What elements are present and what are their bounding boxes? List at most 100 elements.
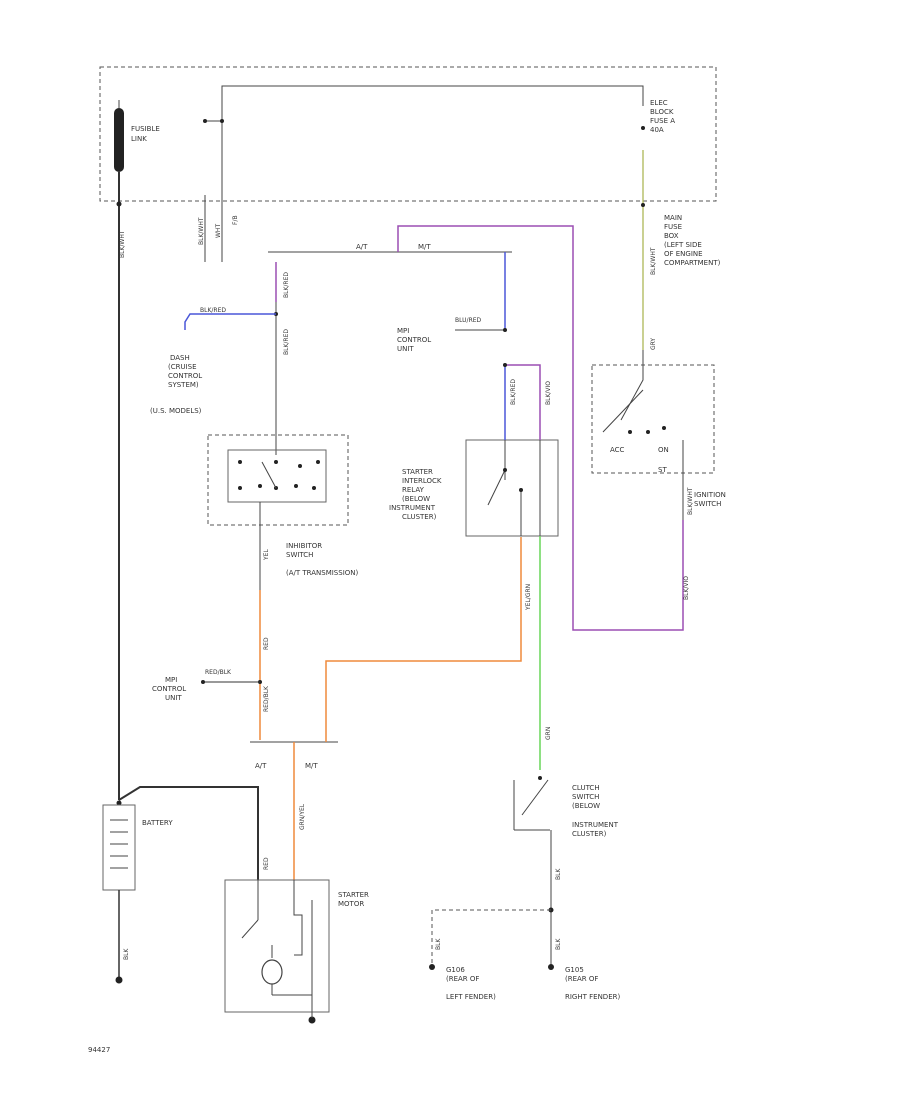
ground-left-label-2: (REAR OF [446, 975, 479, 983]
battery-positive-wire [118, 786, 259, 880]
cruise-wire [184, 313, 276, 330]
inhibitor-contact [316, 460, 320, 464]
wire-label: YEL [263, 549, 270, 561]
ground-left-label-3: LEFT FENDER) [446, 993, 496, 1001]
battery-ground-terminal [115, 976, 123, 984]
fuse-block-label-2: BLOCK [650, 108, 674, 116]
fuse-box-label-2: FUSE [664, 223, 682, 231]
wire-label: BLK [555, 868, 562, 880]
fuse-feed-wire-lower [620, 350, 644, 421]
inhibitor-contact [238, 460, 242, 464]
ground-right-label-2: (REAR OF [565, 975, 598, 983]
wire-label: RED/BLK [205, 669, 232, 676]
fuse-block-label-4: 40A [650, 126, 664, 134]
junction-dot [503, 328, 507, 332]
inhibitor-contact [274, 460, 278, 464]
wire-label: BLK/WHT [687, 487, 694, 515]
ignition-contact [628, 430, 632, 434]
relay-switch-arm [487, 469, 506, 506]
fuse-box-enclosure [99, 66, 717, 202]
junction-dot [641, 126, 645, 130]
starter-motor-symbol [261, 959, 283, 985]
lower-mt-label: M/T [305, 762, 318, 770]
fuse-box-label-1: MAIN [664, 214, 682, 222]
inhibitor-label-2: SWITCH [286, 551, 313, 559]
wire-label: BLU/RED [455, 317, 482, 324]
inhibitor-contact [298, 464, 302, 468]
cruise-label-2: (CRUISE [168, 363, 197, 371]
wire-label: F/B [232, 215, 239, 225]
starter-switch-arm [241, 919, 259, 939]
junction-dot [116, 800, 122, 806]
mpi-upper-label-1: MPI [397, 327, 409, 335]
purple-wire-top [397, 225, 684, 631]
fusible-link-symbol [114, 108, 124, 172]
wire-label: BLK [123, 948, 130, 960]
inhibitor-contact [294, 484, 298, 488]
inhibitor-contact [258, 484, 262, 488]
ignition-contact [646, 430, 650, 434]
starter-label-1: STARTER [338, 891, 369, 899]
mpi-lower-label-3: UNIT [165, 694, 182, 702]
cruise-label-1: DASH [170, 354, 190, 362]
inhibitor-label-3: (A/T TRANSMISSION) [286, 569, 359, 577]
fuse-box-label-5: OF ENGINE [664, 250, 703, 258]
inhibitor-label-1: INHIBITOR [286, 542, 322, 550]
wire-label: RED/BLK [263, 685, 270, 712]
mpi-lower-label-2: CONTROL [152, 685, 186, 693]
clutch-label-1: CLUTCH [572, 784, 600, 792]
fuse-box-label-3: BOX [664, 232, 679, 240]
wire-label: BLK/WHT [119, 230, 126, 258]
clutch-label-2: SWITCH [572, 793, 599, 801]
interlock-label-5: INSTRUMENT [389, 504, 436, 512]
ignition-switch-label-2: SWITCH [694, 500, 721, 508]
starter-ground-terminal [308, 1016, 316, 1024]
fuse-block-label-1: ELEC [650, 99, 668, 107]
junction-dot [116, 201, 122, 207]
interlock-label-3: RELAY [402, 486, 425, 494]
upper-at-label: A/T [356, 243, 368, 251]
clutch-switch-arm [521, 779, 549, 816]
ignition-st-label: ST [658, 466, 667, 474]
wire-label: BLK/RED [200, 307, 226, 314]
wire-label: BLK/RED [283, 329, 290, 355]
mpi-upper-label-2: CONTROL [397, 336, 431, 344]
battery-body [102, 804, 136, 891]
clutch-label-4: INSTRUMENT [572, 821, 619, 829]
clutch-label-5: CLUSTER) [572, 830, 607, 838]
inhibitor-switch-enclosure [207, 434, 349, 526]
upper-mt-label: M/T [418, 243, 431, 251]
inhibitor-switch-arm [261, 461, 277, 489]
cruise-label-5: (U.S. MODELS) [150, 407, 202, 415]
wire-label: GRN/YEL [299, 803, 306, 830]
interlock-label-6: CLUSTER) [402, 513, 437, 521]
wire-label: GRN [545, 727, 552, 740]
relay-contact [519, 488, 523, 492]
wire-label: BLK/VIO [545, 381, 552, 405]
wire-label: WHT [215, 224, 222, 238]
fuse-box-label-4: (LEFT SIDE [664, 241, 702, 249]
interlock-relay-box [465, 439, 559, 537]
wire-label: BLK/WHT [198, 217, 205, 245]
ground-right-label-3: RIGHT FENDER) [565, 993, 620, 1001]
wire-label: BLK/VIO [683, 576, 690, 600]
wire-label: RED [263, 857, 270, 870]
cruise-label-3: CONTROL [168, 372, 202, 380]
starter-label-2: MOTOR [338, 900, 364, 908]
ignition-switch-enclosure [591, 364, 715, 474]
starter-motor-box [224, 879, 330, 1013]
ground-right-terminal [548, 964, 554, 970]
wire-label: BLK/RED [510, 379, 517, 405]
ignition-switch-arm [602, 389, 644, 433]
ignition-contact [662, 426, 666, 430]
relay-orange-wire [325, 537, 522, 742]
battery-label: BATTERY [142, 819, 173, 827]
interlock-label-1: STARTER [402, 468, 433, 476]
interlock-label-4: (BELOW [402, 495, 430, 503]
ground-left-wire [431, 909, 551, 965]
fusible-link-label-1: FUSIBLE [131, 125, 160, 133]
clutch-label-3: (BELOW [572, 802, 600, 810]
junction-dot [503, 363, 507, 367]
ignition-switch-label-1: IGNITION [694, 491, 726, 499]
